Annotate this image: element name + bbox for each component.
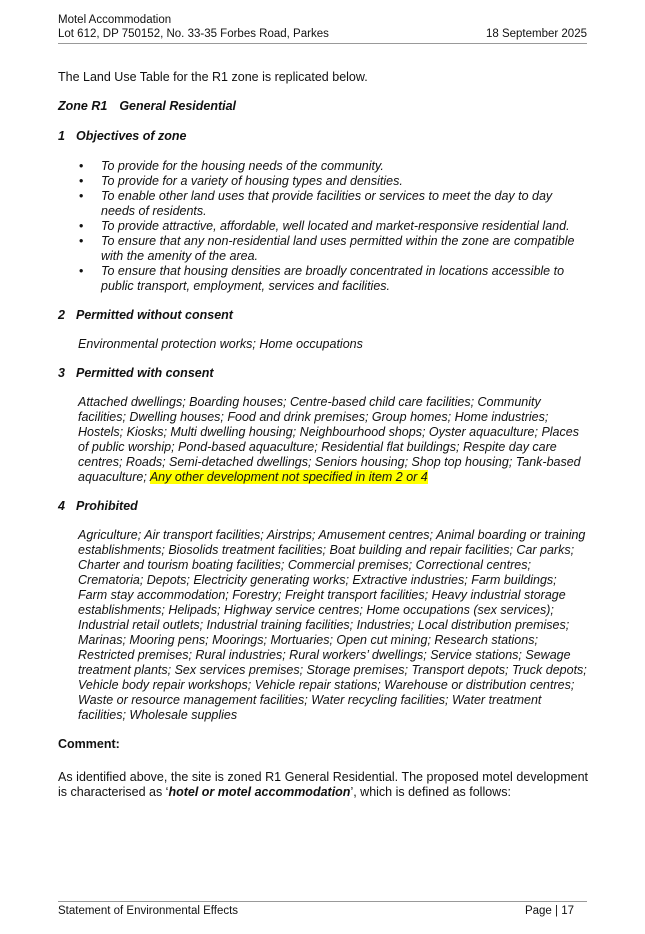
zone-title: Zone R1 General Residential bbox=[58, 99, 588, 114]
page-number: Page | 17 bbox=[524, 905, 574, 917]
header-title: Motel Accommodation bbox=[58, 14, 172, 26]
zone-name: General Residential bbox=[119, 99, 237, 113]
header-line-2: Lot 612, DP 750152, No. 33-35 Forbes Roa… bbox=[58, 27, 587, 41]
bullet-icon: • bbox=[79, 189, 84, 203]
list-item: •To provide for a variety of housing typ… bbox=[79, 174, 403, 188]
section-title: Prohibited bbox=[76, 499, 138, 513]
page-footer: Statement of Environmental Effects Page … bbox=[58, 905, 574, 917]
zone-code: Zone R1 bbox=[58, 99, 108, 113]
bullet-icon: • bbox=[79, 219, 84, 233]
section-number: 4 bbox=[58, 499, 65, 513]
list-item: •To provide attractive, affordable, well… bbox=[79, 219, 570, 233]
prohibited-text: Agriculture; Air transport facilities; A… bbox=[78, 528, 587, 722]
bullet-icon: • bbox=[79, 234, 84, 248]
section-heading-without-consent: 2 Permitted without consent bbox=[58, 308, 588, 323]
document-body: The Land Use Table for the R1 zone is re… bbox=[58, 70, 588, 800]
section-heading-with-consent: 3 Permitted with consent bbox=[58, 366, 588, 381]
footer-divider bbox=[58, 901, 587, 902]
section-heading-objectives: 1 Objectives of zone bbox=[58, 129, 588, 144]
defined-term: hotel or motel accommodation bbox=[168, 785, 351, 799]
list-item: •To ensure that any non-residential land… bbox=[79, 234, 575, 263]
section-number: 1 bbox=[58, 129, 65, 143]
section-title: Permitted with consent bbox=[76, 366, 214, 380]
highlighted-text: Any other development not specified in i… bbox=[149, 470, 428, 484]
header-divider bbox=[58, 43, 587, 44]
footer-title: Statement of Environmental Effects bbox=[58, 905, 239, 917]
with-consent-text: Attached dwellings; Boarding houses; Cen… bbox=[78, 395, 581, 484]
header-address: Lot 612, DP 750152, No. 33-35 Forbes Roa… bbox=[58, 28, 329, 40]
comment-paragraph: As identified above, the site is zoned R… bbox=[58, 770, 588, 799]
list-item: •To ensure that housing densities are br… bbox=[79, 264, 565, 293]
bullet-icon: • bbox=[79, 159, 84, 173]
section-heading-prohibited: 4 Prohibited bbox=[58, 499, 588, 514]
section-number: 3 bbox=[58, 366, 65, 380]
without-consent-text: Environmental protection works; Home occ… bbox=[78, 337, 363, 351]
list-item: •To provide for the housing needs of the… bbox=[79, 159, 384, 173]
section-number: 2 bbox=[58, 308, 65, 322]
intro-paragraph: The Land Use Table for the R1 zone is re… bbox=[58, 70, 368, 84]
list-item: •To enable other land uses that provide … bbox=[79, 189, 553, 218]
objectives-list: •To provide for the housing needs of the… bbox=[58, 159, 588, 294]
bullet-icon: • bbox=[79, 174, 84, 188]
comment-heading: Comment: bbox=[58, 737, 120, 751]
section-title: Permitted without consent bbox=[76, 308, 233, 322]
header-date: 18 September 2025 bbox=[485, 28, 587, 40]
section-title: Objectives of zone bbox=[76, 129, 187, 143]
bullet-icon: • bbox=[79, 264, 84, 278]
page-header: Motel Accommodation Lot 612, DP 750152, … bbox=[58, 13, 587, 41]
